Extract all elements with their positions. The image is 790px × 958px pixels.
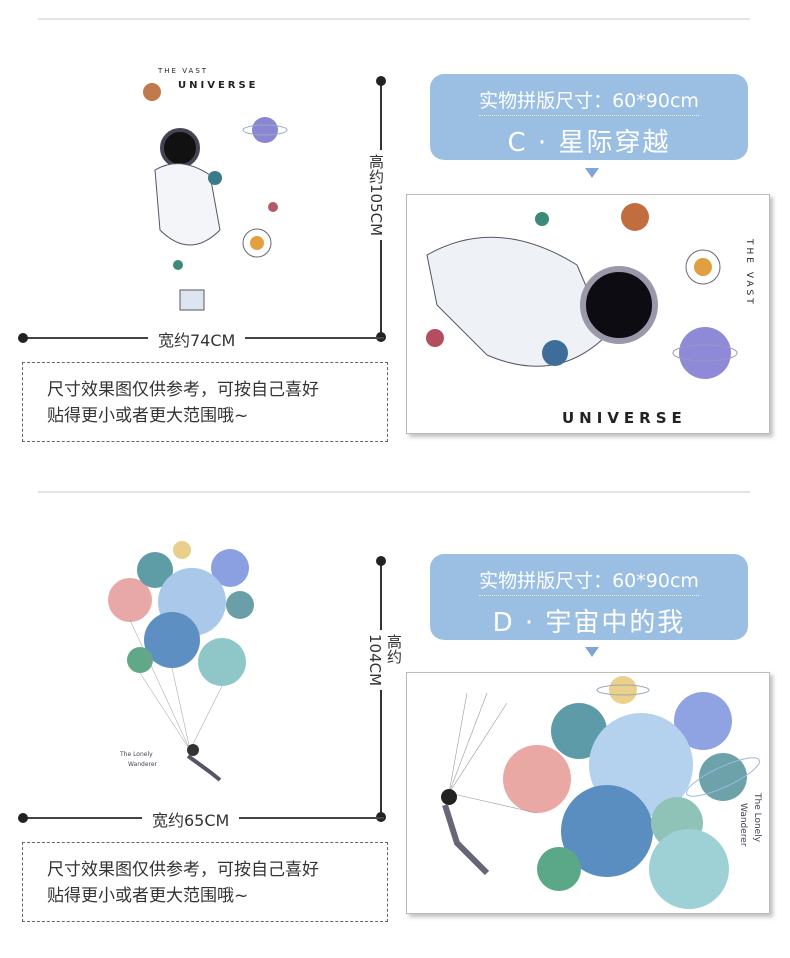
astronaut-illustration-c: THE VAST UNIVERSE bbox=[143, 67, 288, 311]
size-note: 尺寸效果图仅供参考，可按自己喜好 贴得更小或者更大范围哦~ bbox=[22, 842, 388, 922]
art-text-bottom: UNIVERSE bbox=[562, 409, 687, 427]
art-text-bottom: Wanderer bbox=[738, 803, 748, 847]
height-label: 高约104CM bbox=[366, 630, 405, 691]
product-photo-c: THE VAST UNIVERSE bbox=[406, 194, 770, 434]
balloon-planets-illustration-d: The Lonely Wanderer bbox=[108, 541, 254, 782]
note-line: 尺寸效果图仅供参考，可按自己喜好 bbox=[47, 860, 319, 880]
width-label: 宽约65CM bbox=[142, 807, 240, 831]
size-label: 实物拼版尺寸：60*90cm bbox=[479, 566, 699, 596]
measure-dot bbox=[18, 333, 28, 343]
size-label: 实物拼版尺寸：60*90cm bbox=[479, 86, 699, 116]
divider bbox=[38, 18, 750, 20]
size-bubble: 实物拼版尺寸：60*90cm C · 星际穿越 bbox=[430, 74, 748, 160]
measure-dot bbox=[376, 76, 386, 86]
arrow-down-icon bbox=[585, 647, 599, 657]
product-section-c: THE VAST UNIVERSE 高约105CM 宽约74CM 尺寸效果图仅供… bbox=[0, 0, 790, 470]
art-text-bottom: Wanderer bbox=[128, 761, 158, 768]
size-note: 尺寸效果图仅供参考，可按自己喜好 贴得更小或者更大范围哦~ bbox=[22, 362, 388, 442]
arrow-down-icon bbox=[585, 168, 599, 178]
product-title: D · 宇宙中的我 bbox=[492, 608, 686, 638]
art-text-bottom: UNIVERSE bbox=[178, 80, 259, 91]
note-line: 贴得更小或者更大范围哦~ bbox=[47, 406, 249, 426]
art-text-top: THE VAST bbox=[157, 67, 208, 75]
note-line: 尺寸效果图仅供参考，可按自己喜好 bbox=[47, 380, 319, 400]
measure-dot bbox=[18, 813, 28, 823]
art-text-top: THE VAST bbox=[744, 238, 754, 307]
measure-dot bbox=[376, 556, 386, 566]
divider bbox=[38, 491, 750, 493]
height-label: 高约105CM bbox=[366, 150, 387, 241]
product-photo-d: The Lonely Wanderer bbox=[406, 672, 770, 914]
art-text-top: The Lonely bbox=[752, 792, 762, 843]
art-text-top: The Lonely bbox=[119, 751, 153, 758]
size-bubble: 实物拼版尺寸：60*90cm D · 宇宙中的我 bbox=[430, 554, 748, 640]
product-title: C · 星际穿越 bbox=[507, 128, 671, 158]
product-section-d: The Lonely Wanderer 高约104CM 宽约65CM 尺寸效果图… bbox=[0, 0, 790, 922]
width-label: 宽约74CM bbox=[148, 327, 246, 351]
note-line: 贴得更小或者更大范围哦~ bbox=[47, 886, 249, 906]
